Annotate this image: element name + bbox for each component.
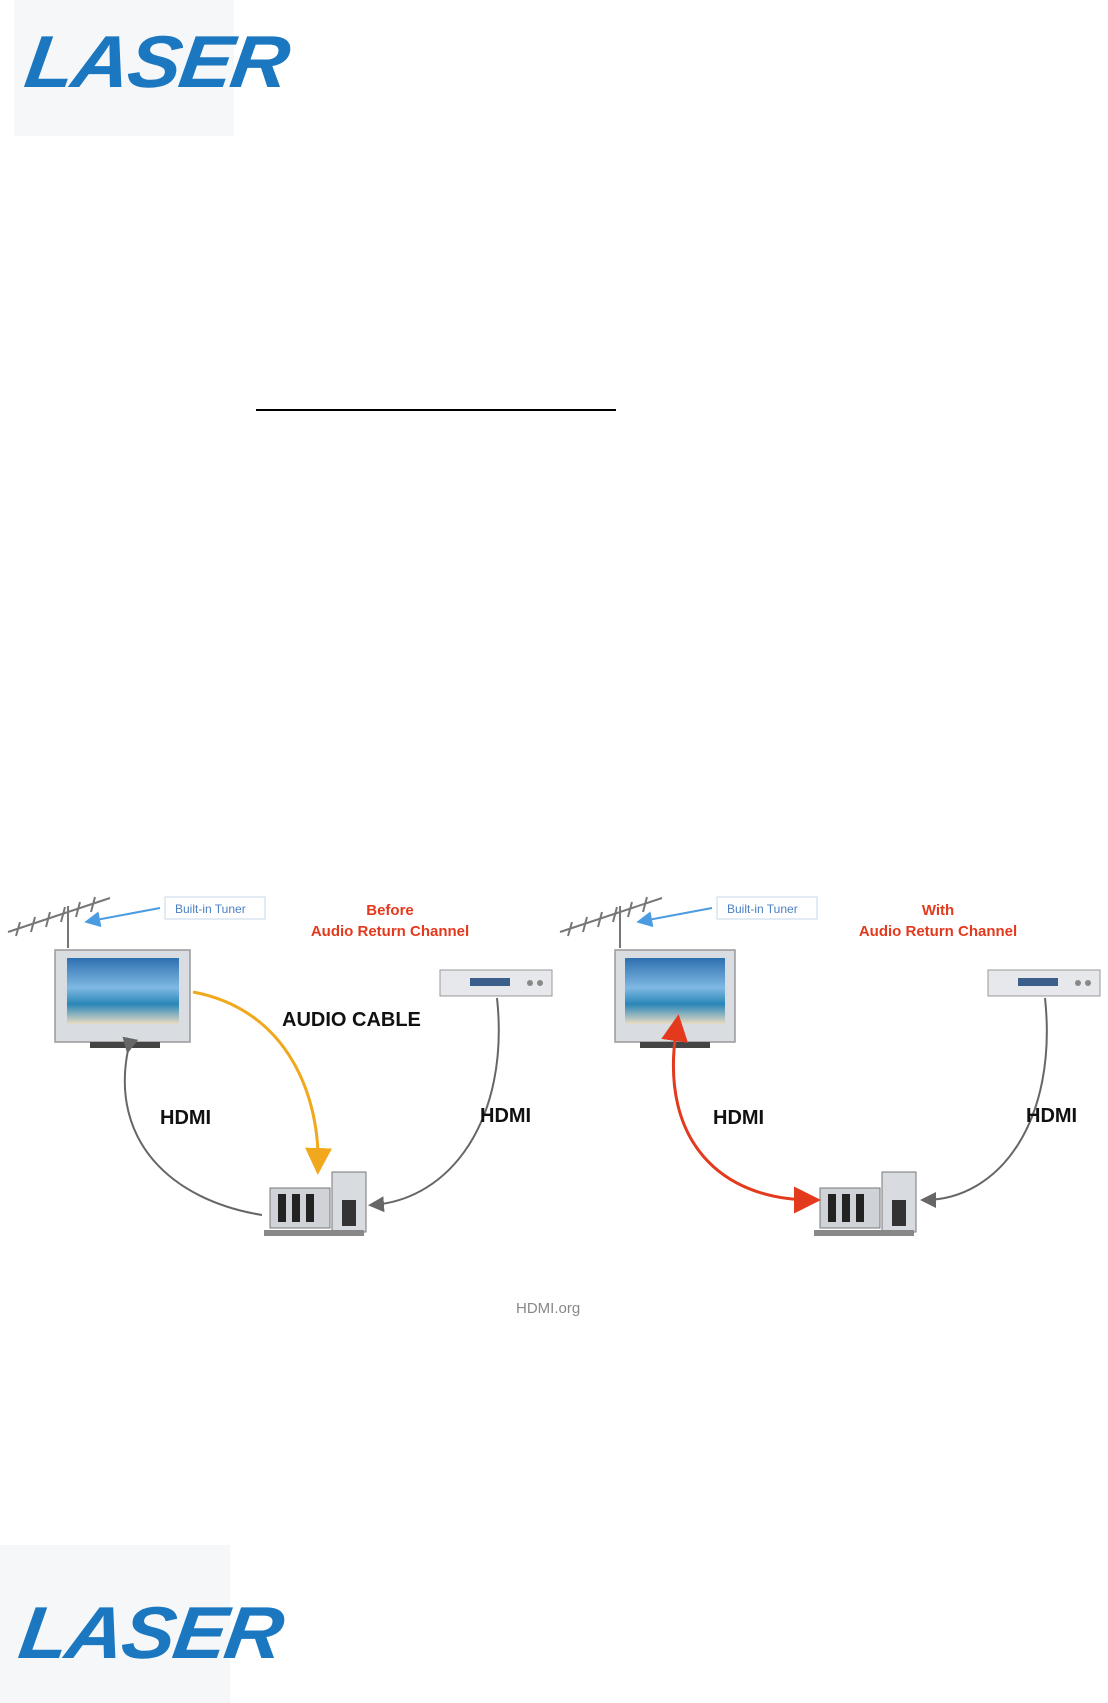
- footer-logo: LASER: [0, 1545, 287, 1703]
- home-theatre-icon: [814, 1171, 917, 1236]
- laser-logo: LASER: [14, 1591, 287, 1674]
- title-before: Before: [366, 902, 414, 919]
- dvd-player-icon: [439, 969, 553, 997]
- diagram-credit: HDMI.org: [516, 1300, 581, 1317]
- hdmi-label-left-panel-left: HDMI: [160, 1107, 211, 1129]
- tuner-arrow: [636, 907, 713, 928]
- hdmi-label-left-panel-right: HDMI: [480, 1105, 531, 1127]
- antenna-icon: [7, 896, 111, 948]
- right-panel: Built-in Tuner With Audio Return Channel: [559, 896, 1101, 1236]
- hdmi-label-right-panel-right: HDMI: [1026, 1105, 1077, 1127]
- title-with: With: [922, 902, 954, 919]
- antenna-icon: [559, 896, 663, 948]
- tv-icon: [54, 949, 191, 1048]
- title-arc-right: Audio Return Channel: [859, 923, 1017, 940]
- hdmi-label-right-panel-left: HDMI: [713, 1107, 764, 1129]
- home-theatre-icon: [264, 1171, 367, 1236]
- audio-cable-label: AUDIO CABLE: [282, 1009, 421, 1031]
- hdmi-cable-left: [122, 1036, 263, 1216]
- left-panel: Built-in Tuner Before Audio Return Chann…: [7, 896, 553, 1236]
- tuner-label-box: [716, 896, 818, 920]
- arc-diagram: Built-in Tuner Before Audio Return Chann…: [7, 896, 1101, 1236]
- underline-rule: [256, 409, 616, 411]
- dvd-player-icon: [987, 969, 1101, 997]
- tuner-label-box: [164, 896, 266, 920]
- header-logo: LASER: [14, 0, 293, 136]
- hdmi-cable-right: [368, 997, 500, 1213]
- hdmi-cable-right: [920, 997, 1048, 1208]
- tuner-label: Built-in Tuner: [727, 902, 798, 916]
- title-arc-left: Audio Return Channel: [311, 923, 469, 940]
- audio-cable: [192, 990, 333, 1175]
- tuner-arrow: [84, 907, 161, 928]
- tuner-label: Built-in Tuner: [175, 902, 246, 916]
- arc-hdmi-cable: [661, 1014, 821, 1214]
- laser-logo: LASER: [20, 20, 293, 103]
